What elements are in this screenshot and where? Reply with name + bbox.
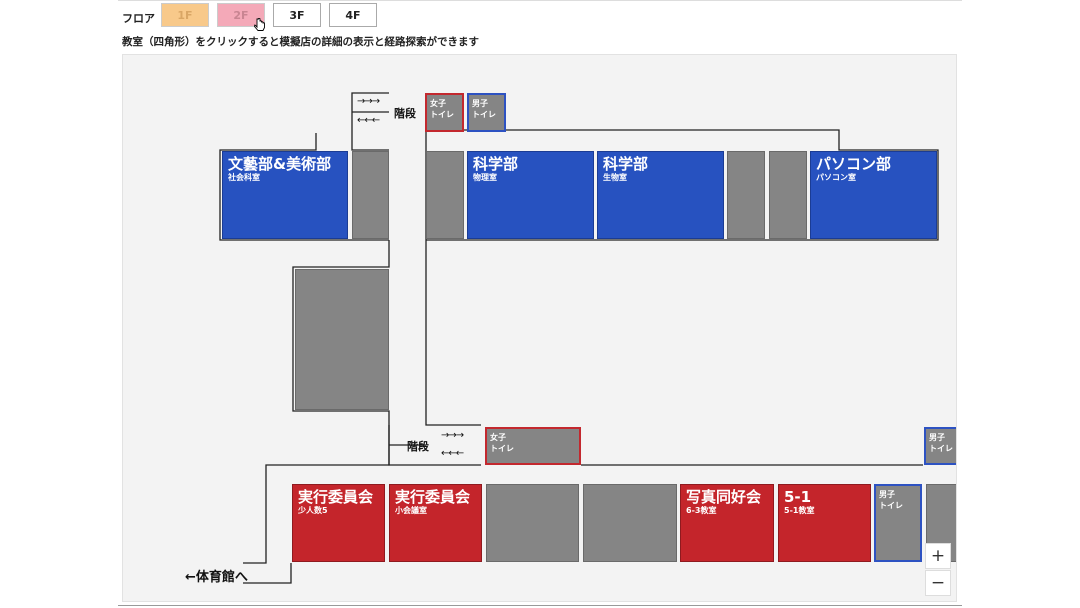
stairs-arrows-right: →→→ bbox=[357, 96, 380, 107]
room-shashin-sub: 6-3教室 bbox=[686, 506, 717, 515]
room-c51-name: 5-1 bbox=[784, 488, 812, 506]
toilet-men-right[interactable]: 男子 トイレ bbox=[924, 427, 956, 465]
toilet-men-bottom-label: 男子 bbox=[879, 490, 895, 499]
toilet-women-bottom-sub: トイレ bbox=[490, 444, 514, 453]
zoom-in-button[interactable]: + bbox=[925, 543, 951, 569]
floor-button-3f[interactable]: 3F bbox=[273, 3, 321, 27]
room-gray-upper-1[interactable] bbox=[352, 151, 389, 239]
toilet-women-top[interactable]: 女子 トイレ bbox=[425, 93, 464, 132]
floor-button-1f[interactable]: 1F bbox=[161, 3, 209, 27]
map-corridor-outline bbox=[219, 92, 939, 584]
room-bungei-bijutsu[interactable]: 文藝部&美術部 社会科室 bbox=[222, 151, 348, 239]
hand-cursor-icon bbox=[254, 18, 265, 31]
room-kagaku1-sub: 物理室 bbox=[473, 173, 497, 182]
room-gray-upper-2[interactable] bbox=[426, 151, 464, 239]
room-jikko-shoninzu5[interactable]: 実行委員会 少人数5 bbox=[292, 484, 385, 562]
toilet-men-top-label: 男子 bbox=[472, 99, 488, 108]
toilet-women-bottom-label: 女子 bbox=[490, 433, 506, 442]
stairs-arrows-right-bottom: →→→ bbox=[441, 430, 464, 441]
room-kagaku2-name: 科学部 bbox=[603, 155, 649, 173]
room-shashin[interactable]: 写真同好会 6-3教室 bbox=[680, 484, 774, 562]
room-gray-lower-2[interactable] bbox=[583, 484, 677, 562]
room-kagaku-butsuri[interactable]: 科学部 物理室 bbox=[467, 151, 594, 239]
room-gray-middle[interactable] bbox=[295, 269, 389, 410]
map-instruction: 教室（四角形）をクリックすると模擬店の詳細の表示と経路探索ができます bbox=[122, 36, 479, 48]
room-jikko2-sub: 小会議室 bbox=[395, 506, 427, 515]
stairs-arrows-left-bottom: ←←← bbox=[441, 448, 464, 459]
room-kagaku2-sub: 生物室 bbox=[603, 173, 627, 182]
stairs-label-top: 階段 bbox=[394, 107, 416, 120]
room-kagaku-seibutsu[interactable]: 科学部 生物室 bbox=[597, 151, 724, 239]
toilet-women-bottom[interactable]: 女子 トイレ bbox=[485, 427, 581, 465]
toilet-men-bottom-sub: トイレ bbox=[879, 501, 903, 510]
room-jikko1-name: 実行委員会 bbox=[298, 488, 374, 506]
toilet-men-right-sub: トイレ bbox=[929, 444, 953, 453]
floor-button-4f[interactable]: 4F bbox=[329, 3, 377, 27]
room-5-1[interactable]: 5-1 5-1教室 bbox=[778, 484, 871, 562]
room-shashin-name: 写真同好会 bbox=[686, 488, 762, 506]
zoom-out-button[interactable]: − bbox=[925, 570, 951, 596]
floor-map[interactable]: →→→ ←←← 階段 女子 トイレ 男子 トイレ 文藝部&美術部 社会科室 科学… bbox=[122, 54, 957, 602]
room-gray-upper-4[interactable] bbox=[769, 151, 807, 239]
room-pc-sub: パソコン室 bbox=[816, 173, 856, 182]
toilet-women-top-label: 女子 bbox=[430, 99, 446, 108]
room-c51-sub: 5-1教室 bbox=[784, 506, 815, 515]
stairs-arrows-left: ←←← bbox=[357, 115, 380, 126]
floor-button-2f[interactable]: 2F bbox=[217, 3, 265, 27]
room-jikko2-name: 実行委員会 bbox=[395, 488, 471, 506]
toilet-men-right-label: 男子 bbox=[929, 433, 945, 442]
room-bungei-sub: 社会科室 bbox=[228, 173, 260, 182]
room-gray-upper-3[interactable] bbox=[727, 151, 765, 239]
room-gray-lower-1[interactable] bbox=[486, 484, 579, 562]
room-pasokon[interactable]: パソコン部 パソコン室 bbox=[810, 151, 937, 239]
room-bungei-name: 文藝部&美術部 bbox=[228, 155, 332, 173]
toilet-men-bottom[interactable]: 男子 トイレ bbox=[874, 484, 922, 562]
stairs-label-bottom: 階段 bbox=[407, 440, 429, 453]
toilet-men-top-sub: トイレ bbox=[472, 110, 496, 119]
room-jikko-kaigishitsu[interactable]: 実行委員会 小会議室 bbox=[389, 484, 482, 562]
floor-label: フロア bbox=[122, 12, 155, 25]
toilet-women-top-sub: トイレ bbox=[430, 110, 454, 119]
toilet-men-top[interactable]: 男子 トイレ bbox=[467, 93, 506, 132]
top-divider bbox=[118, 0, 962, 1]
room-kagaku1-name: 科学部 bbox=[473, 155, 519, 173]
bottom-divider bbox=[118, 605, 962, 606]
room-pc-name: パソコン部 bbox=[816, 155, 892, 173]
gym-exit-label[interactable]: ←体育館へ bbox=[185, 570, 248, 585]
room-jikko1-sub: 少人数5 bbox=[298, 506, 328, 515]
